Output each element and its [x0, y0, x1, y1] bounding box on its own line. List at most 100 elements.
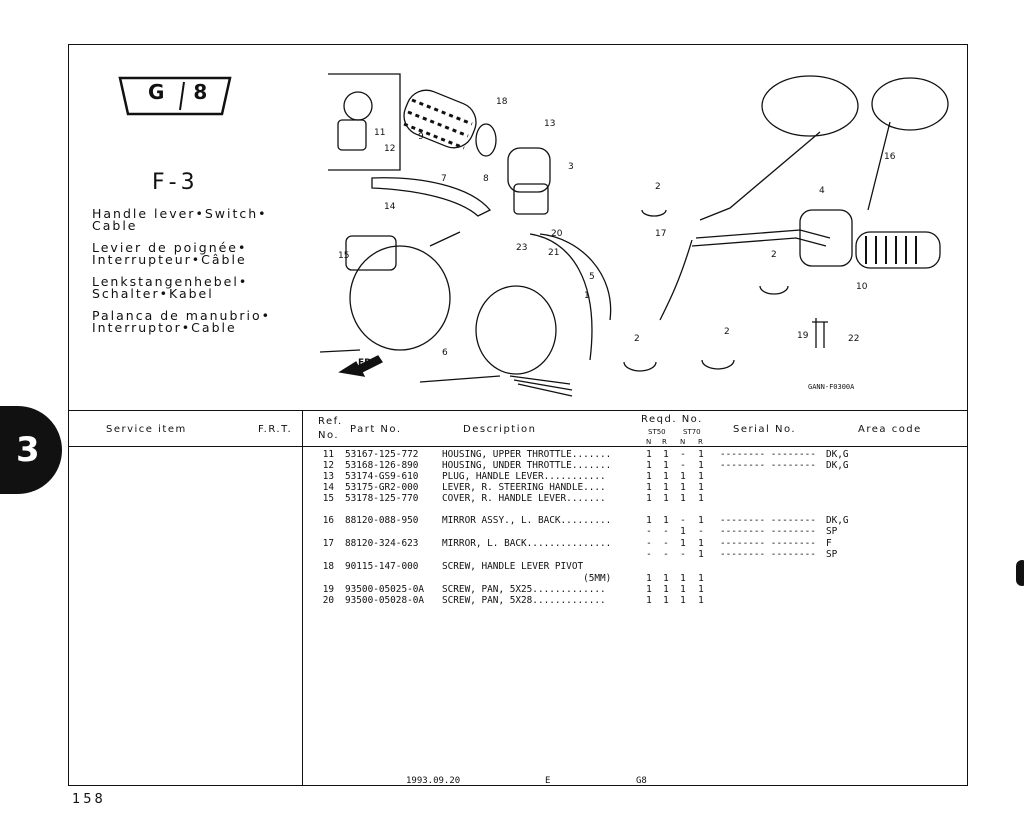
description-header: Description	[463, 424, 537, 435]
part-no-cell: 88120-324-623	[345, 538, 419, 549]
qty-cell: 1	[698, 515, 704, 526]
area-code-cell: DK,G	[826, 515, 849, 526]
title-de-2: Schalter•Kabel	[92, 286, 214, 301]
part-no-cell: 88120-088-950	[345, 515, 419, 526]
ref-no-cell: 15	[322, 493, 334, 504]
area-code-cell: DK,G	[826, 449, 849, 460]
callout-18: 18	[496, 97, 508, 107]
qty-cell: 1	[646, 449, 652, 460]
left-mirror-part	[699, 75, 859, 221]
qty-cell: -	[680, 549, 686, 560]
qty-cell: 1	[663, 573, 669, 584]
right-mirror-part	[867, 77, 949, 211]
qty-cell: 1	[663, 515, 669, 526]
service-column-divider	[302, 410, 303, 786]
sub-col-r1: R	[662, 438, 667, 446]
qty-cell: 1	[680, 595, 686, 606]
frt-header: F.R.T.	[258, 424, 293, 435]
qty-cell: 1	[698, 471, 704, 482]
qty-cell: -	[680, 449, 686, 460]
part-no-cell: 53178-125-770	[345, 493, 419, 504]
area-code-cell: SP	[826, 549, 838, 560]
exploded-view-diagram	[319, 73, 949, 397]
title-fr-2: Interrupteur•Câble	[92, 252, 247, 267]
callout-15: 15	[338, 251, 350, 261]
throttle-pipe-part	[475, 123, 497, 157]
callout-11: 11	[374, 128, 386, 138]
clutch-cable-loop	[419, 285, 557, 383]
part-no-cell: 53168-126-890	[345, 460, 419, 471]
ref-no-cell: 12	[322, 460, 334, 471]
qty-cell: -	[698, 526, 704, 537]
sub-col-n2: N	[680, 438, 686, 446]
switch-housing-part	[507, 147, 551, 215]
serial-no-header: Serial No.	[733, 424, 797, 435]
description-cell: MIRROR ASSY., L. BACK.........	[442, 515, 612, 526]
group-badge-text: G 8	[148, 80, 213, 104]
part-no-cell: 53167-125-772	[345, 449, 419, 460]
part-no-cell: 93500-05025-0A	[345, 584, 425, 595]
section-tab: 3	[0, 406, 62, 494]
serial-no-cell: -------- --------	[720, 515, 816, 526]
qty-cell: 1	[663, 449, 669, 460]
throttle-cable-loop	[319, 231, 461, 353]
callout-2-top: 2	[655, 182, 661, 192]
fr-direction-label: FR.	[358, 358, 375, 368]
callout-19: 19	[797, 331, 809, 341]
sub-col-n1: N	[646, 438, 652, 446]
qty-cell: 1	[698, 549, 704, 560]
qty-cell: -	[663, 538, 669, 549]
qty-cell: 1	[663, 595, 669, 606]
callout-6: 6	[442, 348, 448, 358]
callout-21: 21	[548, 248, 560, 258]
page-frame	[68, 44, 968, 786]
handlebar-part	[659, 229, 831, 321]
ref-no-cell: 19	[322, 584, 334, 595]
qty-cell: 1	[646, 584, 652, 595]
brake-lever-part	[371, 177, 492, 217]
right-switch-part	[799, 209, 853, 267]
description-cell: SCREW, PAN, 5X28.............	[442, 595, 606, 606]
part-no-cell: 53175-GR2-000	[345, 482, 419, 493]
qty-cell: -	[646, 526, 652, 537]
description-cell: SCREW, HANDLE LEVER PIVOT	[442, 561, 584, 572]
description-cell: LEVER, R. STEERING HANDLE....	[442, 482, 606, 493]
qty-cell: -	[680, 460, 686, 471]
qty-cell: 1	[698, 584, 704, 595]
title-fr-1: Levier de poignée•	[92, 240, 248, 255]
area-code-cell: F	[826, 538, 832, 549]
model-st70-header: ST70	[683, 428, 701, 436]
qty-cell: 1	[663, 471, 669, 482]
ref-no-cell: 14	[322, 482, 334, 493]
qty-cell: 1	[646, 515, 652, 526]
description-cell: MIRROR, L. BACK...............	[442, 538, 612, 549]
qty-cell: -	[680, 515, 686, 526]
callout-3: 3	[568, 162, 574, 172]
description-cell: HOUSING, UNDER THROTTLE.......	[442, 460, 612, 471]
qty-cell: 1	[646, 493, 652, 504]
lever-cover-part	[345, 235, 397, 271]
qty-cell: 1	[646, 471, 652, 482]
area-code-header: Area code	[858, 424, 922, 435]
qty-cell: 1	[680, 573, 686, 584]
callout-23: 23	[516, 243, 528, 253]
callout-22: 22	[848, 334, 860, 344]
serial-no-cell: -------- --------	[720, 449, 816, 460]
callout-10: 10	[856, 282, 868, 292]
diagram-code: GANN-F0300A	[808, 383, 855, 391]
footer-group: G8	[636, 776, 647, 786]
callout-13: 13	[544, 119, 556, 129]
part-no-cell: 53174-GS9-610	[345, 471, 419, 482]
right-grip-part	[855, 231, 941, 269]
callout-9: 9	[418, 132, 424, 142]
title-en-1: Handle lever•Switch•	[92, 206, 268, 221]
callout-2-bottom-left: 2	[634, 334, 640, 344]
left-grip-part	[403, 89, 477, 150]
serial-no-cell: -------- --------	[720, 460, 816, 471]
figure-titles: Handle lever•Switch•Cable Levier de poig…	[92, 206, 271, 344]
page-number: 158	[72, 792, 106, 807]
description-cell: COVER, R. HANDLE LEVER.......	[442, 493, 606, 504]
qty-cell: 1	[698, 493, 704, 504]
part-no-cell: 90115-147-000	[345, 561, 419, 572]
callout-5: 5	[589, 272, 595, 282]
